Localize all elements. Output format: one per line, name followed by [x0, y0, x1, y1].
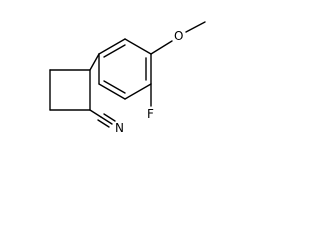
bond-ring-to-nitrile-carbon — [89, 109, 102, 118]
cyclobutane-ring — [49, 69, 91, 111]
nitrile-triple-bond-2 — [97, 119, 110, 128]
oxygen-atom-label: O — [174, 29, 183, 43]
benzene-ring — [98, 38, 152, 100]
aromatic-double-bond-1 — [103, 44, 126, 58]
molecule-structure-diagram: O F N — [49, 21, 206, 135]
bond-aryl-2 — [124, 38, 152, 55]
nitrogen-atom-label: N — [115, 121, 124, 135]
bond-aryl-to-oxygen — [150, 40, 173, 55]
fluorine-atom-label: F — [147, 107, 154, 121]
bond-aryl-5 — [98, 83, 126, 100]
bond-aryl-4 — [124, 83, 152, 100]
bond-oxygen-to-methyl — [185, 21, 206, 33]
aromatic-double-bond-3 — [103, 80, 126, 94]
nitrile-triple-bond-3 — [103, 113, 116, 122]
nitrile-triple-bond-1 — [100, 116, 113, 125]
bond-aryl-1 — [98, 38, 126, 55]
bond-ring-to-aryl — [89, 53, 100, 71]
